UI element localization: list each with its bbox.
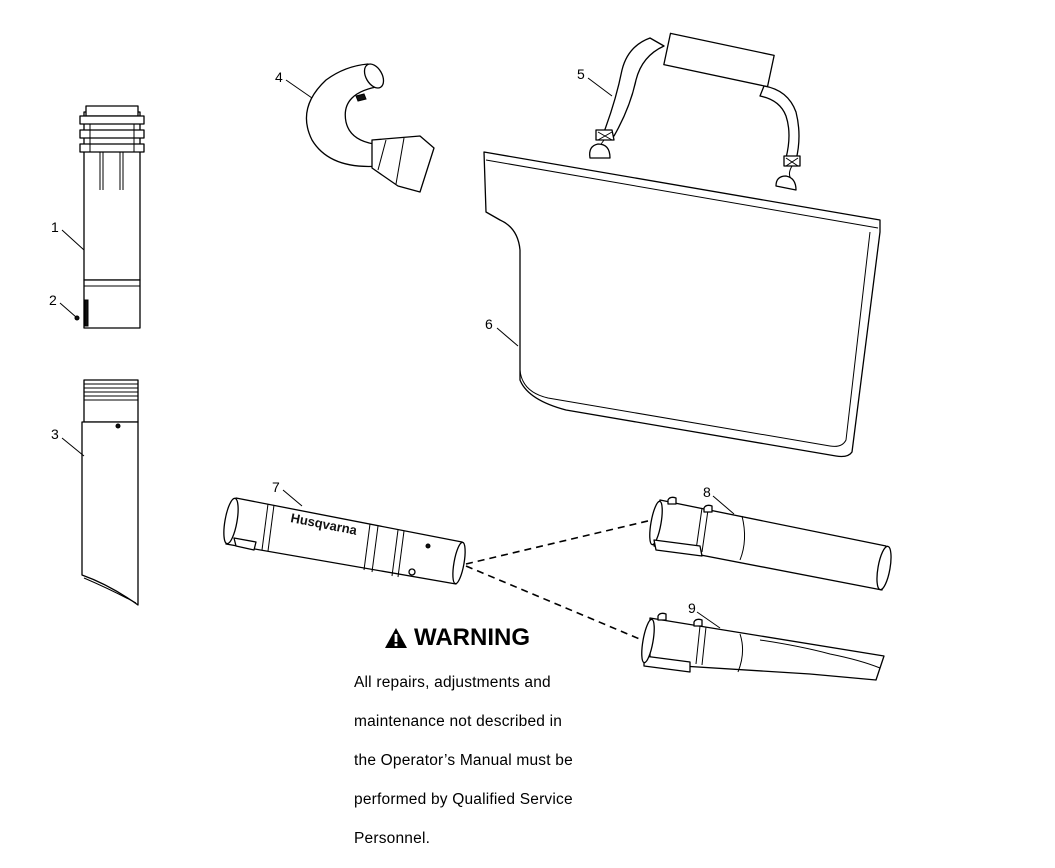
part-5-shoulder-strap [595,32,801,183]
warning-line: Personnel. [354,829,431,847]
parts-diagram: Husqvarna 1 [49,32,892,681]
warning-line: the Operator’s Manual must be [354,751,573,769]
callout-3: 3 [51,426,59,442]
leader-lines [59,77,735,629]
part-1-blower-tube [79,105,145,329]
part-8-flat-nozzle [649,496,892,591]
warning-triangle-icon [385,628,407,648]
part-4-curved-tube [305,63,435,193]
callout-8: 8 [703,484,711,500]
callout-6: 6 [485,316,493,332]
connection-dashed-lines [465,519,653,641]
warning-line: maintenance not described in [354,712,563,730]
warning-notice: WARNING All repairs, adjustments and mai… [354,624,634,868]
warning-title: WARNING [414,624,530,651]
callout-numbers: 1 2 3 4 5 6 7 8 9 [49,66,711,616]
callout-9: 9 [688,600,696,616]
callout-7: 7 [272,479,280,495]
callout-2: 2 [49,292,57,308]
warning-line: All repairs, adjustments and [354,673,551,691]
warning-line: performed by Qualified Service [354,790,573,808]
part-7-blower-tube: Husqvarna [223,497,466,585]
callout-5: 5 [577,66,585,82]
part-3-angled-nozzle [81,379,139,606]
warning-text: All repairs, adjustments and maintenance… [354,653,634,868]
part-6-collection-bag [483,143,881,458]
callout-4: 4 [275,69,283,85]
part-9-round-nozzle [641,612,885,681]
callout-1: 1 [51,219,59,235]
